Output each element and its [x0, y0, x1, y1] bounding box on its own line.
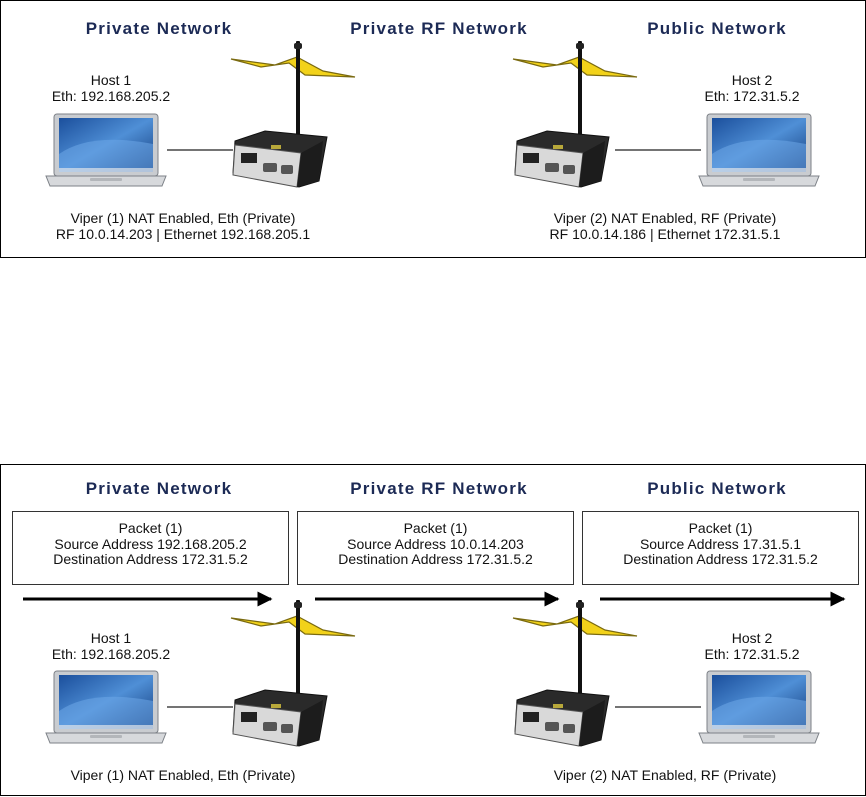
packet-source: Source Address 192.168.205.2 — [54, 535, 247, 552]
packet-title: Packet (1) — [688, 520, 753, 536]
host2-laptop-icon — [698, 113, 820, 187]
viper1-label: Viper (1) NAT Enabled, Eth (Private) — [71, 767, 296, 783]
host2-name: Host 2 — [731, 630, 773, 646]
viper1-addresses: RF 10.0.14.203 | Ethernet 192.168.205.1 — [55, 226, 311, 242]
packet-destination: Destination Address 172.31.5.2 — [53, 551, 248, 567]
host2-label: Host 2 Eth: 172.31.5.2 — [705, 630, 800, 662]
viper2-nat: Viper (2) NAT Enabled, RF (Private) — [553, 210, 777, 226]
host1-eth: Eth: 192.168.205.2 — [51, 88, 171, 104]
header-private-network: Private Network — [85, 19, 233, 38]
header-private-rf-network: Private RF Network — [350, 479, 528, 498]
packet-flow-graphics — [23, 591, 846, 747]
packet-title: Packet (1) — [403, 520, 468, 536]
topology-diagram-panel: Private Network Private RF Network Publi… — [0, 0, 866, 258]
viper1-radio-icon — [230, 41, 356, 188]
topology-graphics — [45, 41, 820, 188]
viper2-label: Viper (2) NAT Enabled, RF (Private) — [554, 767, 777, 783]
host1-eth: Eth: 192.168.205.2 — [51, 646, 171, 662]
packet-box-private: Packet (1) Source Address 192.168.205.2 … — [12, 511, 289, 585]
host1-label: Host 1 Eth: 192.168.205.2 — [52, 72, 170, 104]
host1-laptop-icon — [45, 670, 167, 744]
viper1-radio-icon — [230, 600, 356, 747]
host2-eth: Eth: 172.31.5.2 — [704, 646, 800, 662]
packet-title: Packet (1) — [118, 520, 183, 536]
host2-eth: Eth: 172.31.5.2 — [704, 88, 800, 104]
packet-source: Source Address 17.31.5.1 — [639, 535, 802, 552]
host1-laptop-icon — [45, 113, 167, 187]
viper2-radio-icon — [512, 600, 638, 747]
viper1-nat: Viper (1) NAT Enabled, Eth (Private) — [70, 767, 296, 783]
viper2-radio-icon — [512, 41, 638, 188]
header-private-network: Private Network — [85, 479, 233, 498]
packet-source: Source Address 10.0.14.203 — [347, 535, 524, 552]
host2-laptop-icon — [698, 670, 820, 744]
viper2-label: Viper (2) NAT Enabled, RF (Private) RF 1… — [550, 210, 781, 242]
viper1-nat: Viper (1) NAT Enabled, Eth (Private) — [70, 210, 296, 226]
viper1-label: Viper (1) NAT Enabled, Eth (Private) RF … — [56, 210, 310, 242]
host2-name: Host 2 — [731, 72, 773, 88]
host1-label: Host 1 Eth: 192.168.205.2 — [52, 630, 170, 662]
packet-box-public: Packet (1) Source Address 17.31.5.1 Dest… — [582, 511, 859, 585]
host1-name: Host 1 — [90, 72, 132, 88]
header-public-network: Public Network — [647, 479, 787, 498]
viper2-addresses: RF 10.0.14.186 | Ethernet 172.31.5.1 — [549, 226, 781, 242]
host2-label: Host 2 Eth: 172.31.5.2 — [705, 72, 800, 104]
packet-flow-diagram-panel: Private Network Private RF Network Publi… — [0, 464, 866, 796]
packet-destination: Destination Address 172.31.5.2 — [338, 551, 533, 567]
host1-name: Host 1 — [90, 630, 132, 646]
viper2-nat: Viper (2) NAT Enabled, RF (Private) — [553, 767, 777, 783]
packet-box-rf: Packet (1) Source Address 10.0.14.203 De… — [297, 511, 574, 585]
header-public-network: Public Network — [647, 19, 787, 38]
header-private-rf-network: Private RF Network — [350, 19, 528, 38]
packet-destination: Destination Address 172.31.5.2 — [623, 551, 818, 567]
